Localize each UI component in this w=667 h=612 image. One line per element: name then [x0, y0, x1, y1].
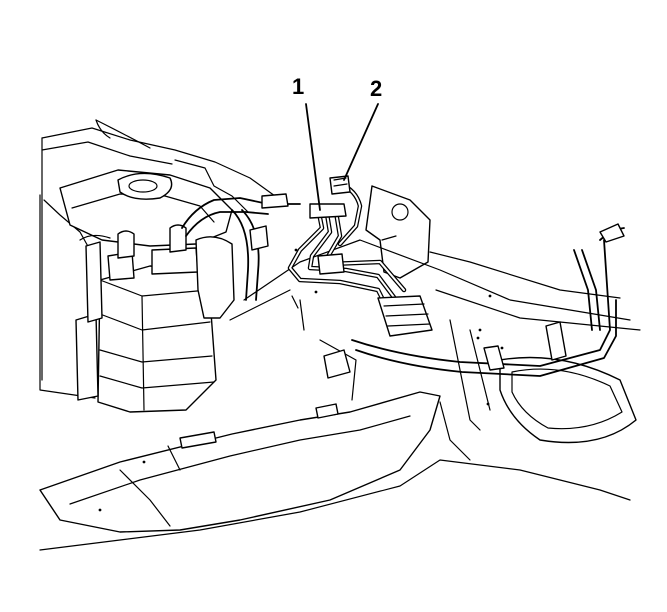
callout-2-label: 2 — [370, 76, 383, 101]
leader-lines — [305, 103, 379, 211]
fuel-tank-outline — [39, 119, 276, 399]
callout-1-label: 1 — [292, 74, 305, 99]
fuel-feed-lines — [287, 203, 407, 309]
brake-and-fuel-lines-front — [323, 223, 625, 379]
evap-canister — [75, 224, 235, 413]
vapor-return-line — [329, 175, 363, 247]
frame-rail — [229, 185, 641, 444]
canister-hoses — [181, 193, 301, 301]
lower-crossmember — [39, 391, 631, 551]
